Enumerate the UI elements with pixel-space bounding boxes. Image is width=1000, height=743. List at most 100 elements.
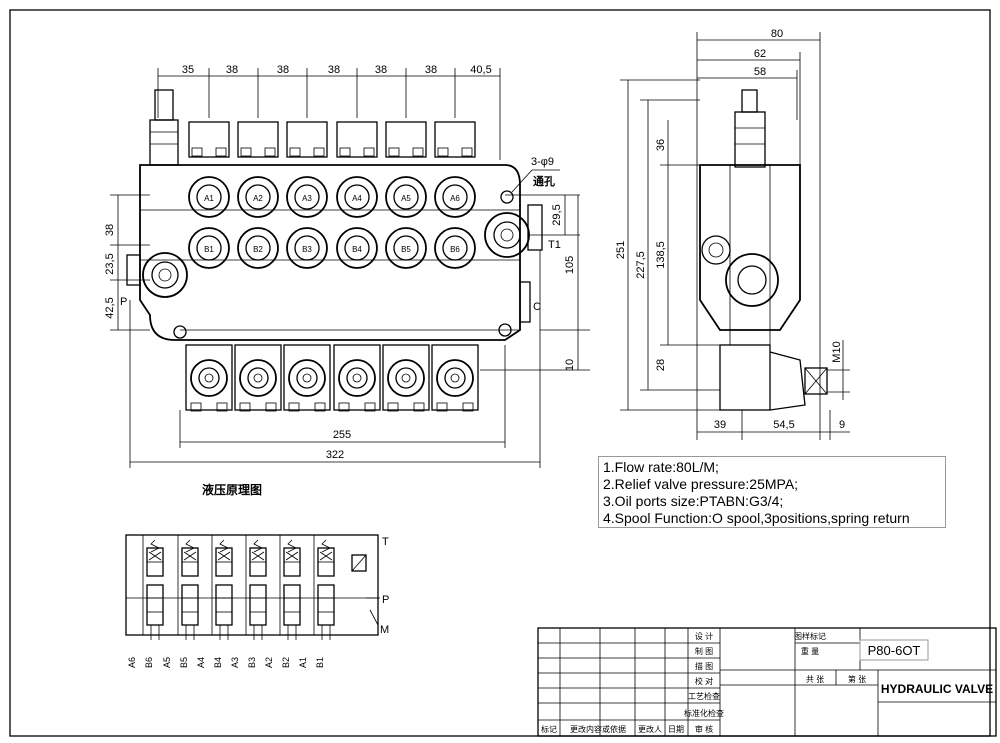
side-top-dim-62: 62 — [754, 48, 766, 60]
schematic-spool — [313, 535, 335, 640]
schematic-port-label: B5 — [179, 657, 189, 668]
mount-hole-1 — [500, 190, 514, 204]
tb-process: 工艺检查 — [688, 691, 720, 701]
tb-total: 共 张 — [806, 675, 824, 684]
schematic-port-label: A2 — [264, 657, 274, 668]
schem-t: T — [382, 536, 389, 548]
tb-trace: 描 图 — [695, 661, 713, 671]
hole-note: 3-φ9 — [531, 156, 554, 168]
port-a-label: A6 — [450, 194, 460, 203]
schematic-spool — [279, 535, 301, 640]
title-block: 设 计 制 图 描 图 校 对 工艺检查 标准化检查 审 核 标记 更改内容或依… — [537, 627, 997, 737]
top-dim-5: 38 — [375, 64, 387, 76]
port-a: A2 — [237, 176, 279, 218]
port-b-label: B1 — [204, 245, 214, 254]
port-b: B6 — [434, 227, 476, 269]
top-dim-2: 38 — [226, 64, 238, 76]
port-b-label: B3 — [302, 245, 312, 254]
tb-marks: 标记 — [541, 724, 557, 734]
side-m10: M10 — [831, 341, 843, 362]
schematic-spool — [177, 535, 199, 640]
right-dim-1: 29,5 — [551, 204, 563, 225]
schematic-port-label: A6 — [127, 657, 137, 668]
schematic-title: 液压原理图 — [202, 482, 262, 497]
top-dim-7: 40,5 — [470, 64, 491, 76]
spool-cap-top — [188, 121, 230, 158]
side-bottom-dim-9: 9 — [839, 419, 845, 431]
tb-change-doc: 更改内容或依据 — [570, 724, 626, 734]
tb-audit: 审 核 — [695, 724, 713, 734]
schematic-spool — [142, 535, 164, 640]
tb-design: 设 计 — [695, 631, 713, 641]
schem-m: M — [380, 624, 389, 636]
schematic-spool — [211, 535, 233, 640]
side-bottom-dim-54: 54,5 — [773, 419, 794, 431]
side-left-dim-138: 138,5 — [655, 241, 667, 269]
side-top-dim-58: 58 — [754, 66, 766, 78]
spool-cap-bottom — [283, 344, 331, 412]
top-dim-4: 38 — [328, 64, 340, 76]
spool-cap-top — [286, 121, 328, 158]
spool-cap-bottom — [333, 344, 381, 412]
side-spool-housing — [719, 344, 771, 411]
spool-caps-bottom — [185, 344, 479, 412]
bottom-dim-255: 255 — [333, 429, 351, 441]
inlet-port-p — [142, 252, 188, 298]
tb-sample-mark: 图样标记 — [794, 631, 826, 641]
spool-caps-top — [188, 121, 476, 158]
side-left-dim-36: 36 — [655, 139, 667, 151]
spool-cap-bottom — [185, 344, 233, 412]
mount-hole-2 — [173, 325, 187, 339]
port-a: A6 — [434, 176, 476, 218]
port-a: A4 — [336, 176, 378, 218]
tb-weight: 重 量 — [801, 646, 819, 656]
left-dim-3: 42,5 — [104, 297, 116, 318]
side-body — [699, 164, 801, 331]
mount-hole-3 — [498, 323, 512, 337]
side-port-small — [701, 235, 731, 265]
valve-body — [139, 164, 521, 341]
port-b: B5 — [385, 227, 427, 269]
spool-cap-top — [434, 121, 476, 158]
port-a-label: A4 — [352, 194, 362, 203]
left-dim-1: 38 — [104, 224, 116, 236]
port-a: A5 — [385, 176, 427, 218]
top-dim-6: 38 — [425, 64, 437, 76]
schematic-port-label: B2 — [281, 657, 291, 668]
outer-frame — [9, 9, 991, 737]
tank-port-t — [484, 212, 530, 258]
side-top-dim-80: 80 — [771, 28, 783, 40]
port-a: A3 — [286, 176, 328, 218]
right-dim-2: 105 — [564, 256, 576, 274]
schematic-spool — [245, 535, 267, 640]
tb-standard: 标准化检查 — [684, 708, 724, 718]
schematic-port-label: A3 — [230, 657, 240, 668]
spec-line-2: 2.Relief valve pressure:25MPA; — [603, 476, 799, 492]
spec-line-4: 4.Spool Function:O spool,3positions,spri… — [603, 510, 910, 526]
tb-check: 校 对 — [695, 676, 713, 686]
schematic-port-label: A5 — [162, 657, 172, 668]
port-b-label: B4 — [352, 245, 362, 254]
schem-p: P — [382, 594, 389, 606]
tb-product: HYDRAULIC VALVE — [881, 682, 993, 696]
port-a-label: A1 — [204, 194, 214, 203]
left-dim-2: 23,5 — [104, 253, 116, 274]
side-port-large — [725, 253, 779, 307]
spool-cap-bottom — [234, 344, 282, 412]
port-b: B4 — [336, 227, 378, 269]
port-b: B3 — [286, 227, 328, 269]
ports-a-row: A1 A2 A3 A4 A5 A6 — [188, 176, 476, 218]
port-b-label: B2 — [253, 245, 263, 254]
tb-draw: 制 图 — [695, 646, 713, 656]
side-view: 80 62 58 251 227,5 138,5 36 28 — [615, 28, 850, 440]
schematic-port-label: A4 — [196, 657, 206, 668]
side-left-dim-28: 28 — [655, 359, 667, 371]
port-a: A1 — [188, 176, 230, 218]
side-bottom-dim-39: 39 — [714, 419, 726, 431]
port-a-label: A3 — [302, 194, 312, 203]
port-b-label: B6 — [450, 245, 460, 254]
spec-notes: 1.Flow rate:80L/M; 2.Relief valve pressu… — [598, 456, 946, 528]
